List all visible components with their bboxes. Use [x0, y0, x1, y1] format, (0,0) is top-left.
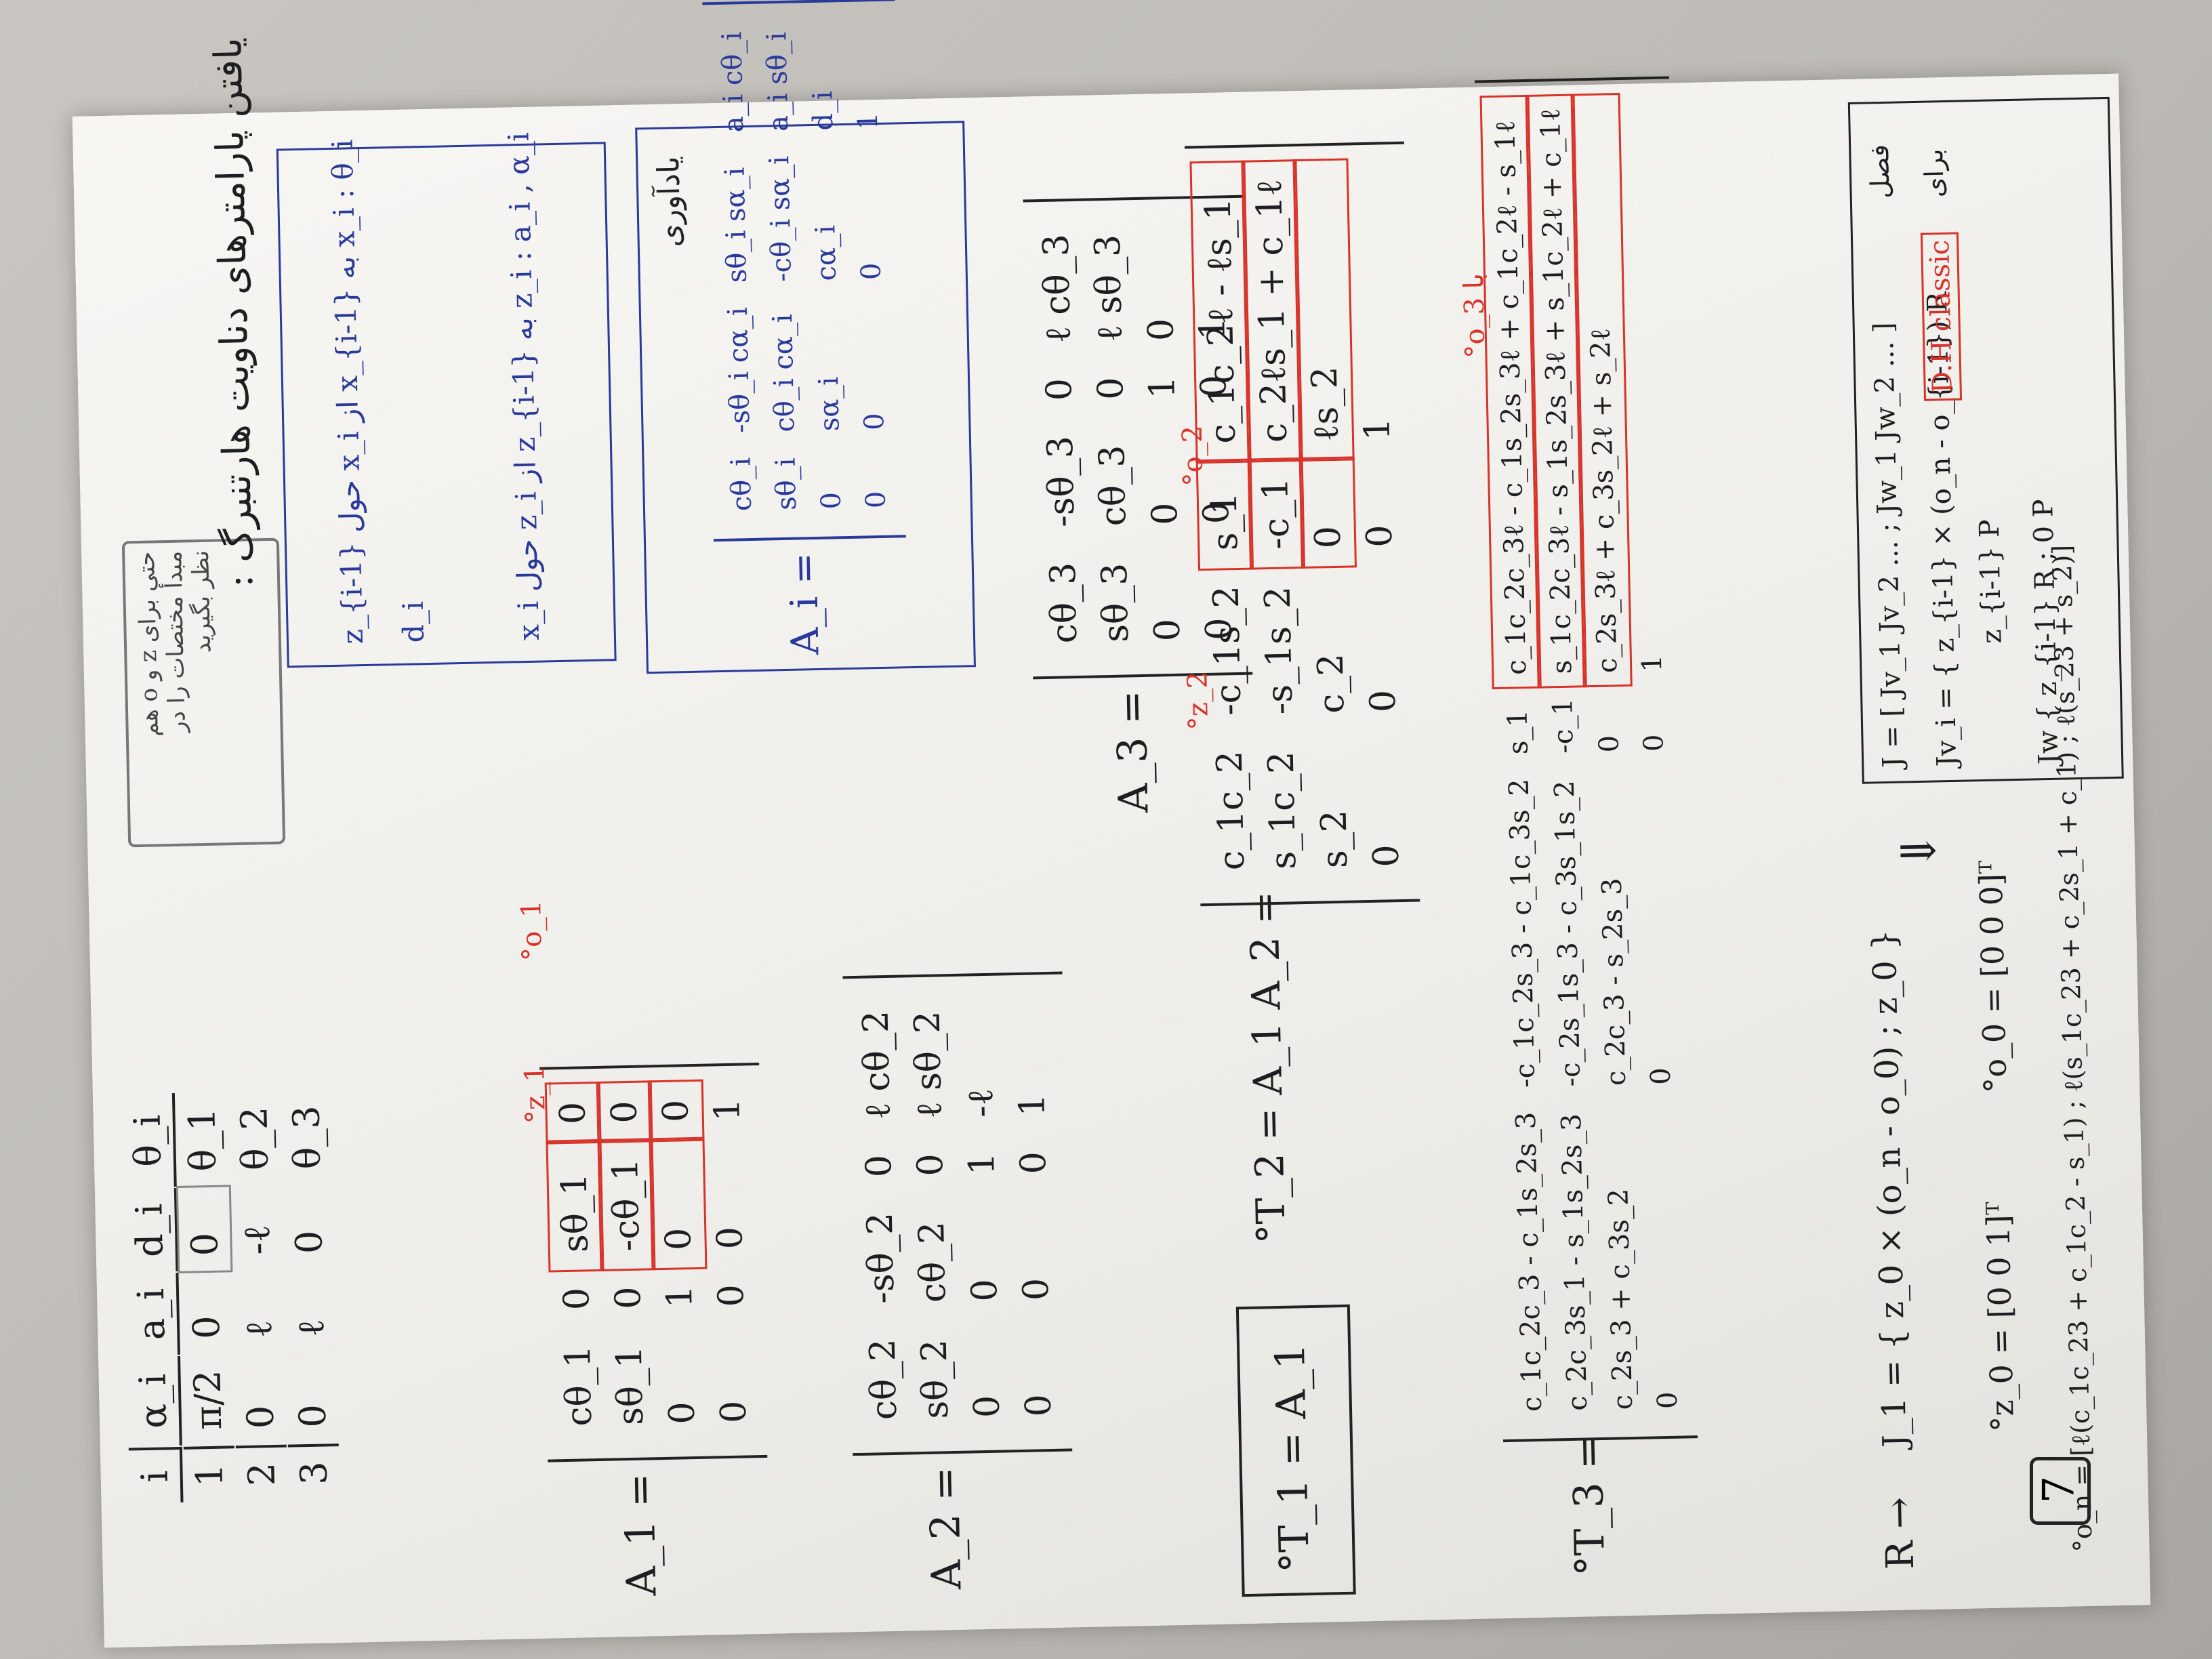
dh-row: 2 0 ℓ -ℓ θ_2	[228, 1091, 288, 1502]
t03-o-note: °o_3 با	[1458, 272, 1492, 359]
a1-label: A_1 =	[615, 1473, 666, 1597]
a3-label: A_3 =	[1107, 689, 1158, 814]
question-number: 7	[2034, 1475, 2085, 1504]
j1-expression: J_1 = { z_0 × (o_n - o_0) ; z_0 }	[1865, 928, 1914, 1448]
dh-parameter-table: i α_i a_i d_i θ_i 1 π/2 0 0 θ_1 2 0 ℓ -ℓ…	[120, 1089, 342, 1505]
t01-label: °T_1 = A_1	[1266, 1343, 1319, 1574]
t02-z-note: °z_2	[1182, 671, 1214, 731]
dh-header-theta: θ_i	[121, 1093, 177, 1188]
persian-note-2: فصل	[1864, 144, 1896, 199]
t03-matrix: c_1c_2c_3 - c_1s_2s_3-c_1c_2s_3 - c_1c_3…	[1474, 68, 1698, 1443]
dh-row: 3 0 ℓ 0 θ_3	[281, 1090, 340, 1500]
paper-sheet: i α_i a_i d_i θ_i 1 π/2 0 0 θ_1 2 0 ℓ -ℓ…	[72, 0, 2151, 1648]
j-definition: J = [ Jv_1 Jv_2 ... ; Jw_1 Jw_2 ... ]	[1868, 322, 1909, 769]
a1-o-note: °o_1	[516, 899, 548, 962]
dh-header-d: d_i	[123, 1188, 179, 1273]
rule-line-1: z_{i-1} حول x_i از x_{i-1} به x_i : θ_i	[325, 139, 370, 644]
rule-line-1-right: d_i	[396, 600, 431, 644]
down-arrow-icon: ⇓	[1890, 830, 1947, 872]
dh-header-alpha: α_i	[127, 1355, 182, 1447]
jacobian-box: J = [ Jv_1 Jv_2 ... ; Jw_1 Jw_2 ... ] Jv…	[1847, 96, 2124, 784]
dh-classic-label: D.H classic	[1920, 232, 1963, 401]
t02-label: °T_2 = A_1 A_2 =	[1241, 890, 1294, 1244]
rotated-content: i α_i a_i d_i θ_i 1 π/2 0 0 θ_1 2 0 ℓ -ℓ…	[73, 0, 2151, 1648]
dh-header-i: i	[128, 1446, 184, 1504]
rule-line-2: x_i حول z_i از z_{i-1} به z_i : a_i , α_…	[501, 131, 546, 641]
page-title: یافتن پارامترهای دناویت هارتنبرگ :	[206, 37, 262, 588]
z0-vector: °z_0 = [0 0 1]ᵀ	[1979, 1201, 2021, 1433]
dh-header-a: a_i	[125, 1273, 180, 1356]
t03-label: °T_3 =	[1563, 1435, 1615, 1577]
general-matrix-label: A_i =	[781, 552, 828, 656]
jvi-p-definition: z_{i-1} P	[1973, 518, 2008, 644]
o0-vector: °o_0 = [0 0 0]ᵀ	[1972, 860, 2014, 1094]
question-number-box: 7	[2030, 1457, 2091, 1525]
dh-row: 1 π/2 0 0 θ_1	[176, 1092, 236, 1502]
a2-label: A_2 =	[920, 1466, 971, 1591]
dh-rules-box: z_{i-1} حول x_i از x_{i-1} به x_i : θ_i …	[276, 132, 617, 668]
reminder-note: یادآوری	[651, 155, 688, 248]
r-arrow: R →	[1877, 1496, 1923, 1570]
a1-z-note: °z_1	[519, 1064, 552, 1124]
gray-note-line: نظر بگیرید	[187, 550, 217, 653]
t02-o-note: °o_2	[1176, 425, 1210, 487]
jw-definition: Jw { z_{i-1} R ; 0 P	[2028, 498, 2065, 765]
persian-note-1: برای	[1919, 148, 1950, 198]
t01-box: °T_1 = A_1	[1235, 1304, 1356, 1597]
